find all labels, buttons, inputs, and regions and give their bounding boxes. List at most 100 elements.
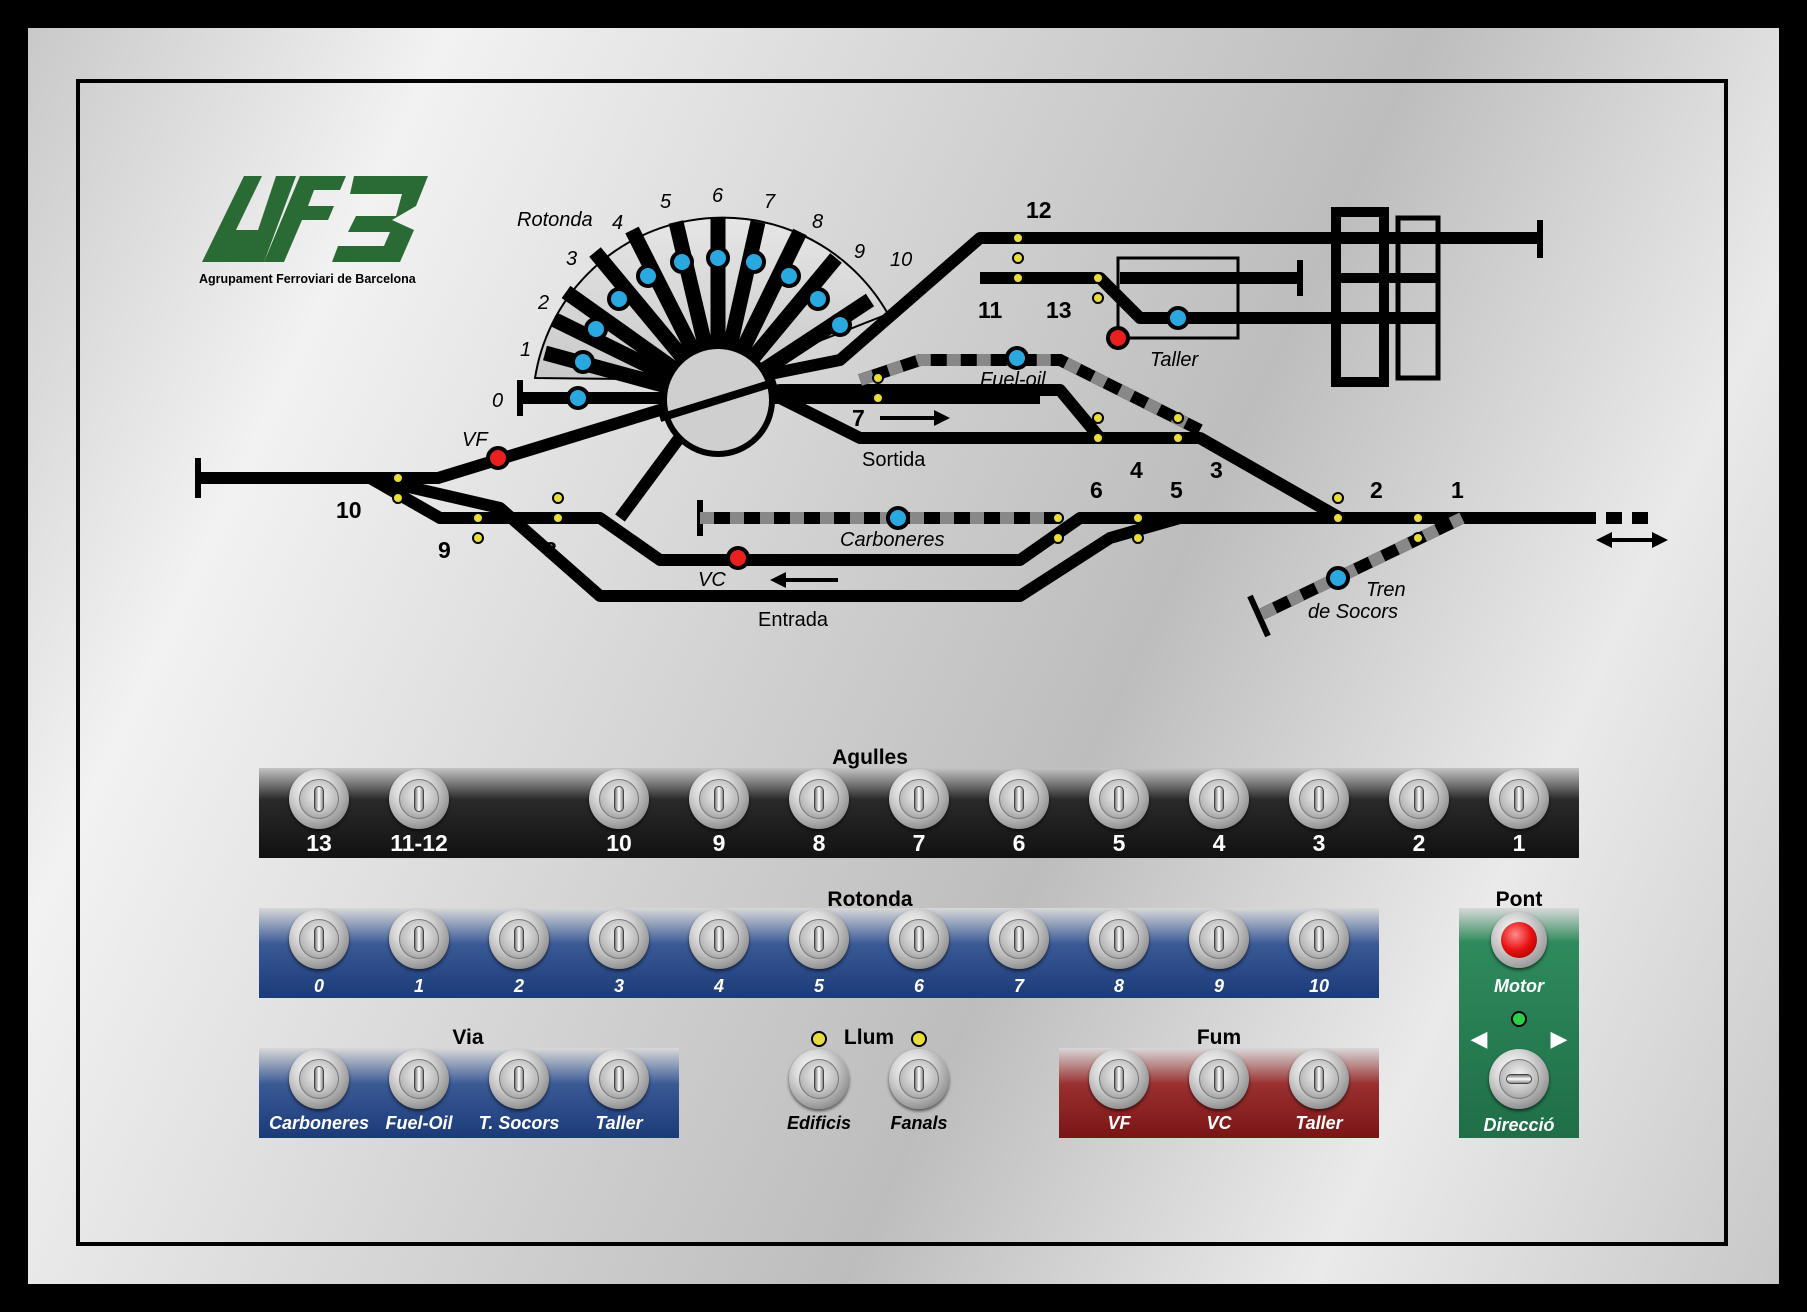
turntable-bridge [658,378,778,422]
direction-label: Direcció [1483,1115,1555,1135]
svg-text:4: 4 [1130,457,1143,483]
svg-text:Taller: Taller [1150,349,1200,371]
rotonda-switch-6[interactable] [889,909,949,969]
direction-left-icon[interactable]: ◀ [1470,1026,1488,1051]
llum-led-edificis [811,1031,827,1047]
agulles-switch-9[interactable] [689,769,749,829]
rotonda-leds [566,246,1350,590]
svg-text:13: 13 [1046,297,1072,323]
svg-text:1: 1 [520,339,531,361]
direction-toggle[interactable] [1489,1049,1549,1109]
rotonda-label: 10 [1308,976,1330,996]
rotonda-switch-7[interactable] [989,909,1049,969]
rotonda-switch-8[interactable] [1089,909,1149,969]
rotonda-label: Rotonda [517,209,593,231]
rotonda-switch-5[interactable] [789,909,849,969]
via-switch-fuel-oil[interactable] [389,1049,449,1109]
svg-text:de Socors: de Socors [1308,601,1398,623]
point-number-labels: 1 2 3 4 5 6 7 8 9 10 11 12 13 [336,197,1464,563]
fum-label: Taller [1295,1113,1343,1133]
agulles-switch-4[interactable] [1189,769,1249,829]
fum-switch-vf[interactable] [1089,1049,1149,1109]
svg-text:Fuel-oil: Fuel-oil [980,369,1046,391]
agulles-label: 10 [606,830,632,856]
agulles-label: 3 [1312,830,1326,856]
signal-leds [486,326,1130,570]
svg-text:12: 12 [1026,197,1052,223]
motor-label: Motor [1494,976,1544,996]
rotonda-label: 8 [1113,976,1125,996]
rotonda-label: 0 [313,976,325,996]
rotonda-switch-4[interactable] [689,909,749,969]
llum-title: Llum [843,1026,895,1049]
agulles-label: 13 [306,830,332,856]
llum-switch-fanals[interactable] [889,1049,949,1109]
agulles-switch-1[interactable] [1489,769,1549,829]
agulles-switch-11-12[interactable] [389,769,449,829]
via-label: Taller [595,1113,643,1133]
motor-button[interactable] [1491,912,1547,968]
agulles-label: 4 [1212,830,1226,856]
fum-label: VC [1206,1113,1232,1133]
agulles-label: 9 [712,830,726,856]
workshop-building [1116,207,1441,387]
point-leds [392,232,1424,544]
agulles-switch-6[interactable] [989,769,1049,829]
svg-text:Tren: Tren [1366,579,1406,601]
fum-switch-vc[interactable] [1189,1049,1249,1109]
rotonda-switch-2[interactable] [489,909,549,969]
rotonda-title: Rotonda [827,888,913,911]
agulles-label: 1 [1512,830,1526,856]
svg-text:11: 11 [978,297,1003,323]
svg-text:Carboneres: Carboneres [840,529,945,551]
agulles-switch-5[interactable] [1089,769,1149,829]
fum-switch-taller[interactable] [1289,1049,1349,1109]
svg-text:10: 10 [336,497,362,523]
agulles-label: 7 [912,830,926,856]
rotonda-switch-9[interactable] [1189,909,1249,969]
agulles-label: 11-12 [390,830,448,856]
svg-text:3: 3 [566,248,577,270]
rotonda-switch-1[interactable] [389,909,449,969]
via-switch-taller[interactable] [589,1049,649,1109]
via-switch-t-socors[interactable] [489,1049,549,1109]
llum-led-fanals [911,1031,927,1047]
rotonda-label: 4 [713,976,725,996]
rotonda-switch-3[interactable] [589,909,649,969]
agulles-title: Agulles [832,746,908,769]
logo-subtitle: Agrupament Ferroviari de Barcelona [199,272,416,286]
via-label: Carboneres [268,1113,370,1133]
svg-text:6: 6 [1090,477,1103,503]
rotonda-switch-10[interactable] [1289,909,1349,969]
fum-label: VF [1107,1113,1131,1133]
svg-text:Entrada: Entrada [758,609,829,631]
svg-text:7: 7 [852,405,865,431]
agulles-switch-7[interactable] [889,769,949,829]
agulles-switch-13[interactable] [289,769,349,829]
agulles-switch-8[interactable] [789,769,849,829]
svg-text:9: 9 [438,537,451,563]
via-label: T. Socors [478,1113,560,1133]
agulles-switch-3[interactable] [1289,769,1349,829]
rotonda-label: 2 [513,976,525,996]
rotonda-label: 6 [913,976,925,996]
track-arrows [770,410,1668,588]
svg-text:3: 3 [1210,457,1223,483]
svg-text:7: 7 [764,191,776,213]
agulles-label: 5 [1112,830,1126,856]
dashed-sidings [700,354,1465,620]
siding-labels: Sortida Entrada [758,449,926,631]
svg-text:8: 8 [544,537,557,563]
direction-right-icon[interactable]: ▶ [1550,1026,1568,1051]
rotonda-labels: Rotonda 0 1 2 3 4 5 6 7 8 9 10 VF VC Fue… [462,185,1406,623]
via-switch-carboneres[interactable] [289,1049,349,1109]
svg-text:Sortida: Sortida [862,449,926,471]
panel-frame [76,79,1728,1246]
rotonda-switch-0[interactable] [289,909,349,969]
svg-text:2: 2 [537,292,549,314]
llum-label: Fanals [890,1113,948,1133]
svg-text:VC: VC [698,569,726,591]
agulles-switch-10[interactable] [589,769,649,829]
agulles-switch-2[interactable] [1389,769,1449,829]
llum-switch-edificis[interactable] [789,1049,849,1109]
